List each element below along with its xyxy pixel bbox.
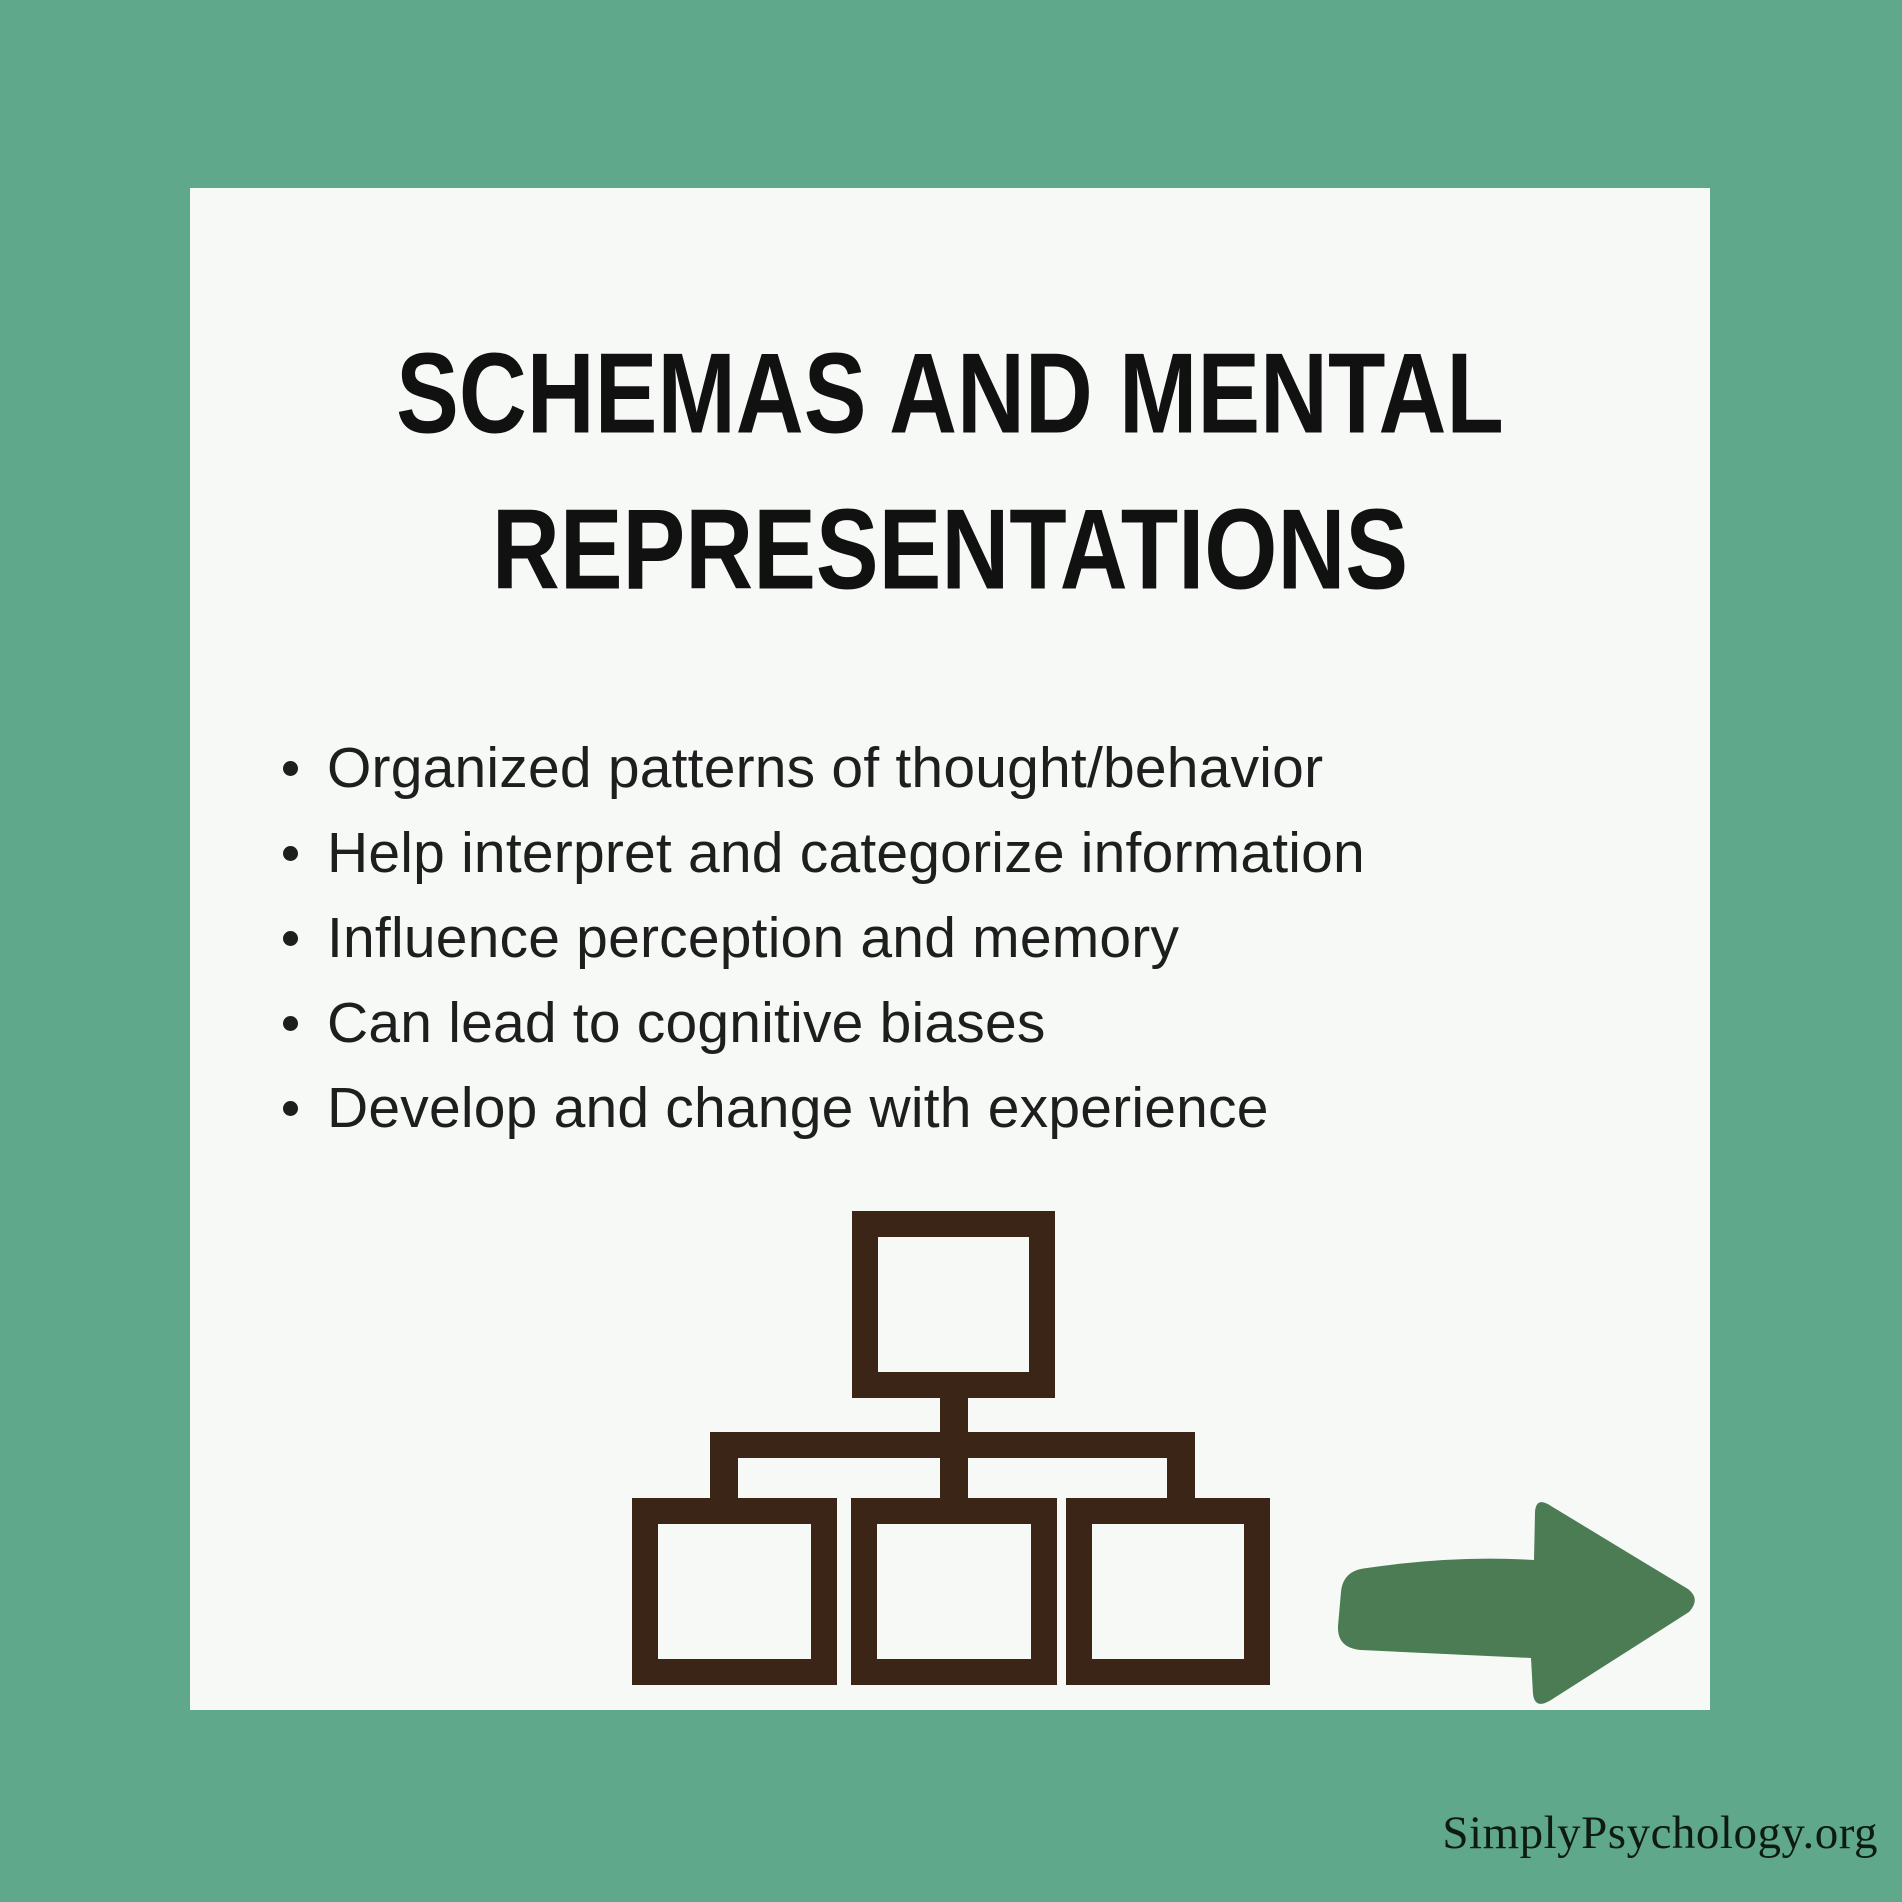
list-item: Can lead to cognitive biases — [190, 981, 1710, 1066]
page-title: SCHEMAS AND MENTAL REPRESENTATIONS — [300, 316, 1600, 628]
page-title-line2: REPRESENTATIONS — [491, 485, 1409, 614]
site-credit: SimplyPsychology.org — [1442, 1807, 1878, 1859]
arrow-right-icon — [1337, 1502, 1695, 1704]
page-title-line1: SCHEMAS AND MENTAL — [396, 329, 1504, 458]
content-card: SCHEMAS AND MENTAL REPRESENTATIONS Organ… — [190, 188, 1710, 1710]
list-item: Organized patterns of thought/behavior — [190, 726, 1710, 811]
list-item: Help interpret and categorize informatio… — [190, 811, 1710, 896]
hierarchy-diagram-icon — [632, 1211, 1270, 1685]
list-item: Develop and change with experience — [190, 1066, 1710, 1151]
list-item: Influence perception and memory — [190, 896, 1710, 981]
bullet-list: Organized patterns of thought/behavior H… — [190, 726, 1710, 1151]
